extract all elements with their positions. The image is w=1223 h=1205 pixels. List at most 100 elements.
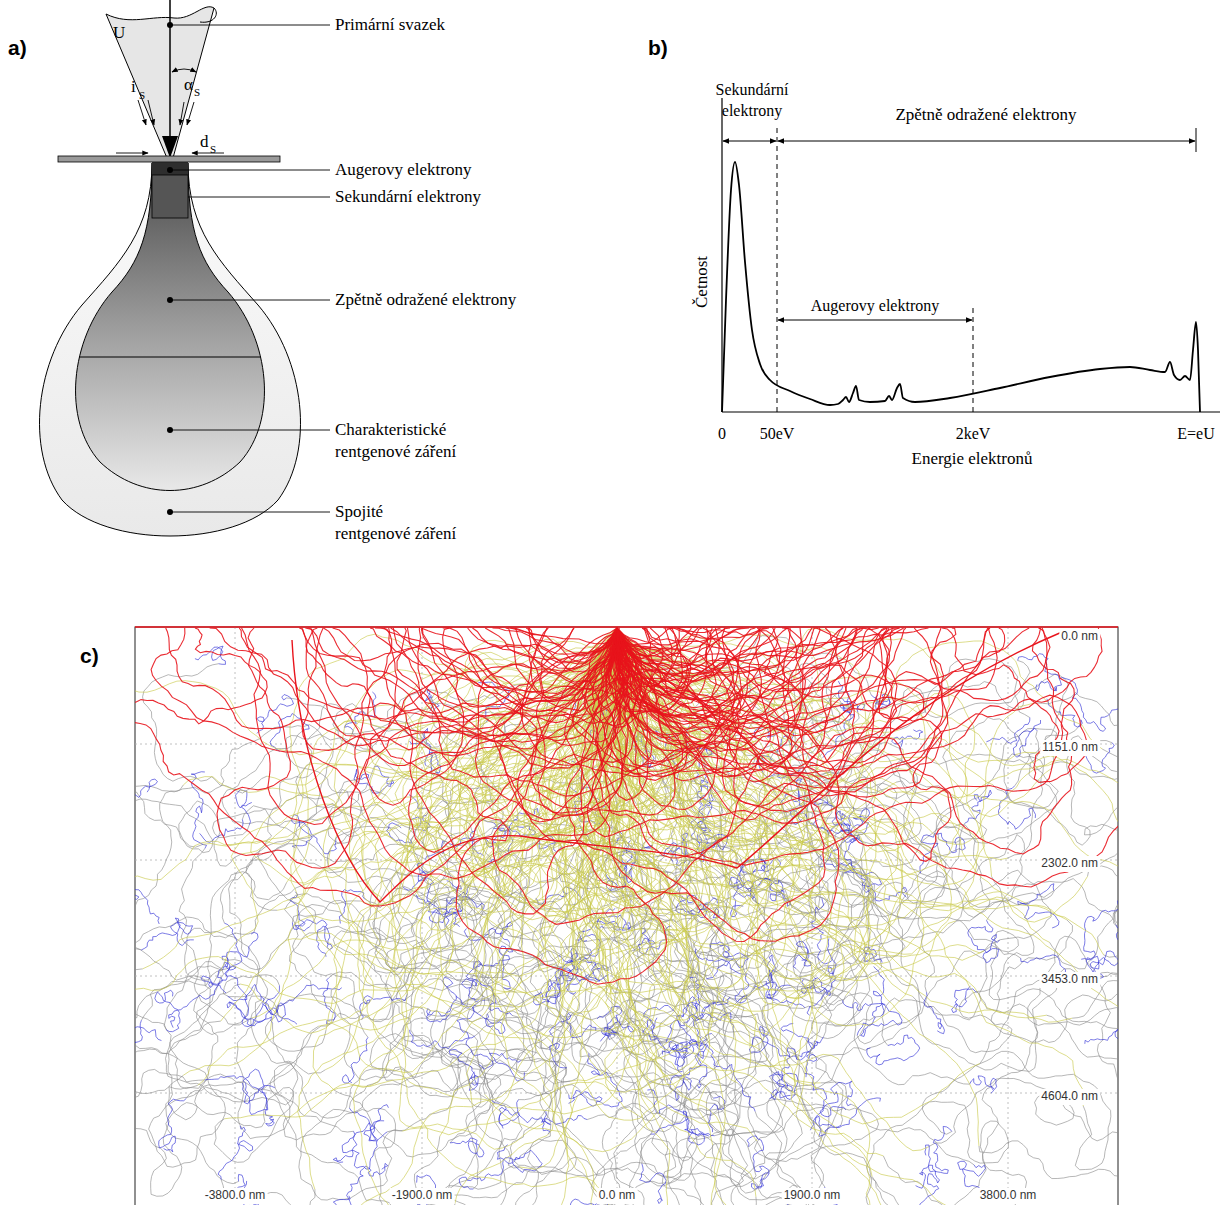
electron-trajectory — [283, 1035, 458, 1140]
electron-trajectory — [922, 1051, 1110, 1169]
energy-contour — [292, 632, 1062, 902]
electron-trajectory — [191, 772, 206, 849]
secondary-region — [152, 175, 188, 218]
electron-trajectory — [860, 845, 1051, 951]
region-label: Spojité rentgenové záření — [335, 501, 459, 545]
electron-trajectory — [515, 628, 617, 673]
interaction-volume-panel — [0, 0, 340, 536]
electron-trajectory — [135, 1182, 315, 1205]
electron-trajectory — [135, 854, 210, 1089]
depth-tick: 3453.0 nm — [1039, 972, 1100, 988]
electron-trajectory — [151, 628, 617, 879]
electron-trajectory — [1018, 654, 1062, 691]
electron-trajectory — [290, 892, 310, 931]
depth-tick: 0.0 nm — [1059, 629, 1100, 645]
leader-line — [170, 170, 330, 171]
spectrum-curve-group — [722, 162, 1200, 412]
electron-trajectory — [218, 1126, 253, 1180]
electron-trajectory — [915, 875, 1116, 925]
electron-trajectory — [242, 984, 297, 1026]
electron-trajectory — [613, 628, 801, 768]
range-bracket — [723, 141, 776, 142]
electron-trajectory — [609, 628, 1118, 812]
electron-trajectory — [135, 968, 143, 1130]
position-tick: 1900.0 nm — [782, 1188, 843, 1204]
electron-trajectory — [135, 890, 159, 924]
electron-trajectory — [1116, 887, 1118, 930]
electron-trajectory — [593, 628, 844, 859]
x-axis — [722, 411, 1220, 412]
electron-trajectory — [225, 923, 259, 957]
electron-trajectory — [849, 894, 987, 1044]
electron-trajectory — [604, 628, 1034, 886]
electron-trajectory — [375, 628, 619, 914]
electron-trajectory — [610, 628, 862, 768]
electron-trajectory — [485, 628, 617, 664]
electron-trajectory — [576, 1135, 815, 1205]
auger-region — [152, 163, 188, 175]
electron-trajectory — [650, 917, 783, 1136]
electron-trajectory — [617, 628, 1050, 942]
electron-trajectory — [159, 1098, 187, 1151]
range-label: Zpětně odražené elektrony — [895, 104, 1076, 126]
electron-trajectory — [617, 628, 904, 674]
electron-trajectory — [386, 628, 617, 869]
subscript: S — [139, 88, 145, 102]
leader-dot — [167, 22, 173, 28]
electron-trajectory — [308, 628, 642, 765]
panel-letter: b) — [648, 34, 668, 61]
electron-trajectory — [617, 628, 995, 1205]
electron-trajectory — [164, 965, 318, 1101]
electron-trajectory — [299, 628, 666, 984]
electron-trajectory — [323, 978, 335, 1024]
electron-trajectory — [873, 966, 884, 1016]
voltage-symbol: U — [113, 22, 125, 44]
depth-tick: 2302.0 nm — [1039, 856, 1100, 872]
electron-trajectory — [606, 1017, 635, 1040]
range-bracket — [778, 320, 972, 321]
leader-line — [188, 197, 330, 198]
range-label: Augerovy elektrony — [811, 296, 939, 317]
electron-trajectory — [179, 848, 326, 1051]
electron-trajectory — [472, 628, 619, 682]
electron-trajectory — [135, 781, 183, 955]
electron-trajectory — [892, 730, 923, 749]
sample-surface — [58, 156, 280, 162]
electron-trajectory — [1013, 720, 1040, 757]
current-arrow — [180, 102, 184, 125]
angle-symbol: α — [184, 74, 193, 96]
electron-trajectory — [647, 1090, 714, 1136]
electron-trajectory — [363, 628, 617, 968]
electron-trajectory — [362, 1091, 568, 1205]
electron-trajectory — [559, 628, 807, 1022]
axis-title: Energie elektronů — [911, 448, 1032, 470]
electron-trajectory — [221, 628, 620, 971]
leader-dots — [167, 22, 173, 515]
electron-trajectory — [821, 841, 1020, 958]
electron-trajectory — [1116, 931, 1118, 968]
position-tick: -3800.0 nm — [203, 1188, 268, 1204]
electron-trajectory — [185, 928, 326, 1074]
electron-trajectory — [843, 1000, 886, 1010]
electron-trajectory — [617, 628, 997, 763]
electron-trajectory — [277, 985, 342, 1013]
electron-trajectory — [1085, 1025, 1118, 1046]
electron-trajectory — [251, 628, 617, 883]
electron-trajectory — [289, 869, 477, 1012]
depth-tick: 4604.0 nm — [1039, 1089, 1100, 1105]
electron-trajectory — [920, 833, 965, 873]
electron-trajectory — [616, 628, 1050, 746]
electron-trajectory — [647, 1131, 711, 1205]
tick-label: 50eV — [760, 424, 795, 445]
electron-trajectory — [677, 996, 726, 1026]
electron-trajectory — [475, 628, 617, 998]
electron-trajectory — [166, 1087, 294, 1183]
electron-trajectory — [623, 1104, 878, 1205]
electron-trajectory — [651, 1111, 709, 1145]
electron-trajectory — [584, 628, 787, 726]
electron-trajectory — [617, 628, 928, 718]
grid-line — [135, 1093, 1118, 1094]
electron-trajectory — [135, 984, 240, 1182]
electron-trajectory — [982, 973, 1118, 1205]
position-tick: 3800.0 nm — [978, 1188, 1039, 1204]
